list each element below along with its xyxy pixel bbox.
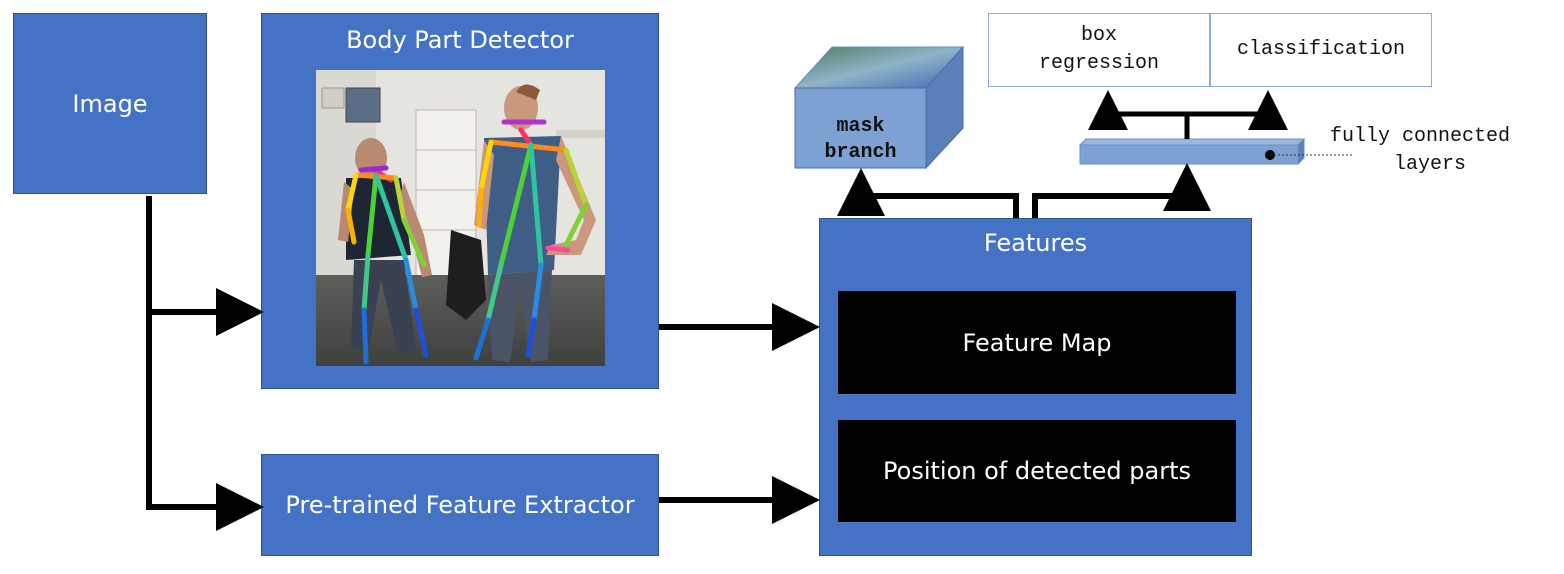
image-box: Image [13,13,207,194]
fully-connected-line1: fully connected [1330,125,1511,148]
image-label: Image [72,89,148,118]
fully-connected-bar [1078,137,1354,166]
features-title: Features [983,229,1088,257]
mask-branch-label: mask branch [795,114,926,166]
feature-extractor-box: Pre-trained Feature Extractor [261,454,659,556]
feature-extractor-label: Pre-trained Feature Extractor [285,491,635,519]
fully-connected-label: fully connected layers [1320,123,1560,179]
box-regression-line1: box [1080,24,1117,47]
detected-parts-position-box: Position of detected parts [838,420,1236,522]
classification-label: classification [1236,38,1406,61]
body-part-detector-title: Body Part Detector [346,26,574,54]
mask-branch-line2: branch [824,141,897,164]
box-regression-line2: regression [1038,52,1160,75]
mask-branch-block [793,45,965,170]
feature-map-label: Feature Map [962,328,1112,357]
fully-connected-line2: layers [1394,153,1467,176]
classification-box: classification [1210,13,1432,87]
detected-parts-position-label: Position of detected parts [883,457,1191,485]
feature-map-box: Feature Map [838,291,1236,394]
box-regression-box: box regression [988,13,1210,87]
mask-branch-line1: mask [836,115,885,138]
